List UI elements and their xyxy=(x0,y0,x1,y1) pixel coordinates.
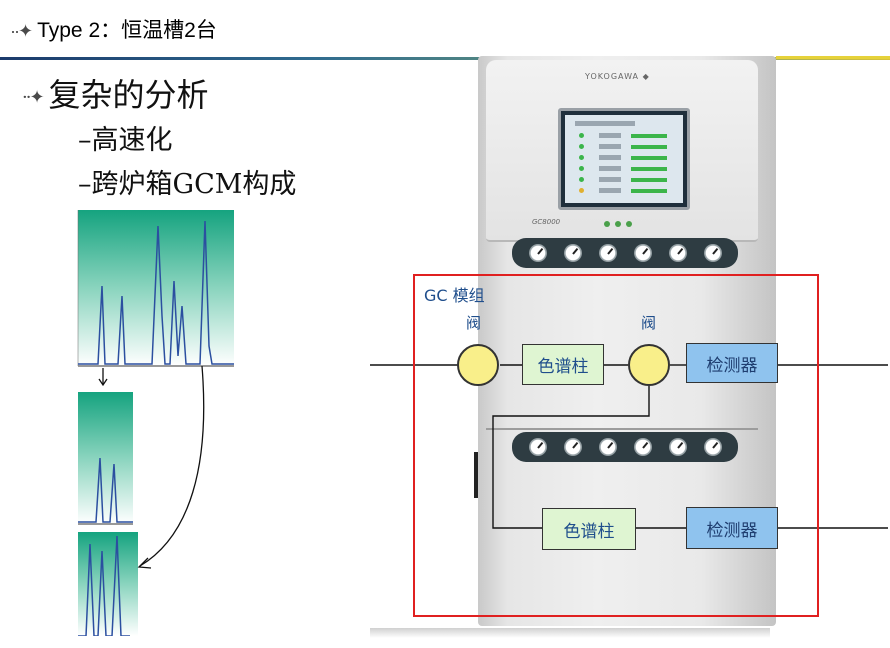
pressure-gauge-icon xyxy=(598,244,617,262)
pressure-gauge-icon xyxy=(668,438,687,456)
column-1: 色谱柱 xyxy=(522,344,604,385)
slide-title: ··✦Type 2：恒温槽2台 xyxy=(10,14,217,44)
touch-display xyxy=(558,108,690,210)
chromatogram-split-1 xyxy=(78,392,133,525)
detector-2: 检测器 xyxy=(686,507,778,549)
chromatogram-split-2 xyxy=(78,532,138,636)
valve-1-label: 阀 xyxy=(466,314,482,332)
pressure-gauge-panel-upper xyxy=(512,238,738,268)
pressure-gauge-icon xyxy=(528,438,547,456)
pressure-gauge-icon xyxy=(633,438,652,456)
pressure-gauge-icon xyxy=(563,244,582,262)
model-label: GC8000 xyxy=(532,218,561,226)
sub-point-speed: –高速化 xyxy=(78,125,173,156)
status-leds xyxy=(604,212,637,231)
valve-2 xyxy=(628,344,670,386)
gc-module-frame xyxy=(413,274,819,617)
slide-title-text: Type 2：恒温槽2台 xyxy=(37,19,217,42)
pressure-gauge-icon xyxy=(703,438,722,456)
pressure-gauge-icon xyxy=(633,244,652,262)
title-divider-accent xyxy=(776,56,890,59)
valve-1 xyxy=(457,344,499,386)
valve-2-label: 阀 xyxy=(641,314,657,332)
chromatogram-full xyxy=(77,210,234,367)
column-2: 色谱柱 xyxy=(542,508,636,550)
main-point: ··✦复杂的分析 xyxy=(22,70,209,116)
arrow-bullet-icon: ··✦ xyxy=(10,20,33,41)
status-led-icon xyxy=(626,221,632,227)
detector-1: 检测器 xyxy=(686,343,778,383)
pressure-gauge-icon xyxy=(668,244,687,262)
pressure-gauge-panel-lower xyxy=(512,432,738,462)
pressure-gauge-icon xyxy=(703,244,722,262)
arrow-bullet-icon: ··✦ xyxy=(22,87,44,108)
oven-divider xyxy=(486,428,758,430)
pressure-gauge-icon xyxy=(598,438,617,456)
brand-logo: YOKOGAWA ◆ xyxy=(585,72,650,81)
status-led-icon xyxy=(615,221,621,227)
curved-arrow-icon xyxy=(139,365,205,567)
status-led-icon xyxy=(604,221,610,227)
sub-point-multi-oven: –跨炉箱GCM构成 xyxy=(78,169,297,200)
cabinet-base xyxy=(370,628,770,638)
title-divider xyxy=(0,57,890,60)
pressure-gauge-icon xyxy=(563,438,582,456)
chromatogram-figure xyxy=(77,210,234,636)
gc-module-label: GC 模组 xyxy=(424,286,485,305)
main-point-text: 复杂的分析 xyxy=(48,76,209,114)
door-latch xyxy=(474,452,478,498)
pressure-gauge-icon xyxy=(528,244,547,262)
